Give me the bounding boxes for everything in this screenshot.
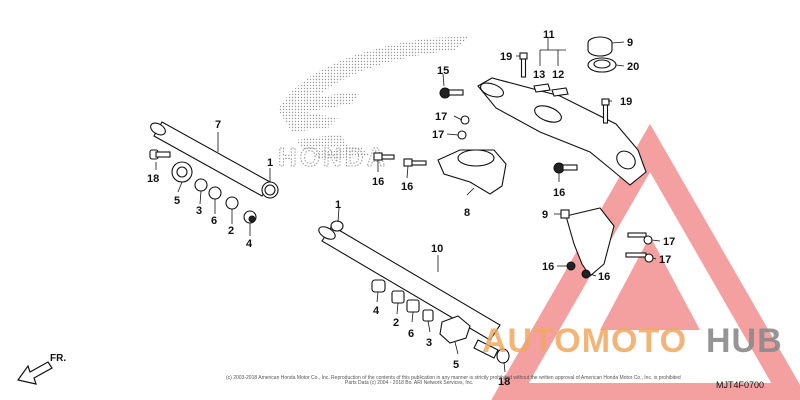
- callout-13: 12: [552, 69, 564, 81]
- part-16-nut-d: [581, 269, 591, 279]
- callout-11: 9: [627, 37, 633, 49]
- part-6-collar-lower: [406, 299, 420, 313]
- callout-8: 7: [215, 119, 221, 131]
- part-10-long-tube: [318, 225, 501, 341]
- part-19-bolt-top: [519, 52, 528, 78]
- callout-16-a: 16: [372, 176, 384, 188]
- part-7-handle-clamp: [437, 149, 507, 195]
- callout-5-lower: 5: [453, 359, 459, 371]
- callout-18-upper: 18: [147, 173, 159, 185]
- callout-17-d: 17: [659, 254, 671, 266]
- callout-12: 11: [543, 29, 555, 41]
- part-9-bracket: [560, 207, 615, 277]
- part-12-top-bridge: [477, 77, 647, 186]
- watermark-hub: HUB: [706, 322, 783, 360]
- callout-labels: 7 1 18 5 3 6 2 4 1 10 4 2 6 3 5 18 8 16 …: [147, 29, 675, 388]
- callout-20: 20: [627, 61, 639, 73]
- part-1-ring-lower: [330, 220, 344, 232]
- callout-16-c: 16: [542, 261, 554, 273]
- watermark-triangle-logo: [491, 123, 800, 400]
- part-13-plate: [551, 87, 569, 97]
- callout-9: 9: [542, 209, 548, 221]
- callout-15-upper: 15: [437, 65, 449, 77]
- part-2-collar-lower: [391, 290, 405, 304]
- copyright-line-2: Parts Data (c) 2004 - 2018 Bo. ARI Netwo…: [345, 380, 473, 386]
- part-16-nut-c: [566, 261, 576, 271]
- part-16-bolt-a: [373, 152, 395, 161]
- part-16-bolt-b: [403, 158, 427, 167]
- callout-10: 10: [431, 243, 443, 255]
- watermark-automoto: AUTOMOTO: [482, 322, 687, 360]
- callout-5-upper: 5: [174, 195, 180, 207]
- callout-19-top: 19: [500, 51, 512, 63]
- leader-lines: [155, 38, 661, 373]
- honda-logo-wordmark: HONDA: [278, 142, 388, 173]
- callout-18-lower: 18: [498, 376, 510, 388]
- callout-4-upper: 4: [246, 238, 253, 250]
- part-15-bolt-upper: [439, 87, 464, 99]
- copyright-line-1: (c) 2003-2018 American Honda Motor Co., …: [226, 375, 681, 381]
- part-17-bolt-c: [627, 232, 653, 245]
- part-17-screw-b: [457, 130, 467, 140]
- watermark-text: AUTOMOTO HUB: [482, 322, 783, 360]
- callout-17-b: 17: [432, 129, 444, 141]
- copyright-notice: (c) 2003-2018 American Honda Motor Co., …: [226, 375, 681, 386]
- part-20-ring: [587, 57, 617, 73]
- callout-17-a: 17: [435, 111, 447, 123]
- part-5-nut-upper: [171, 161, 193, 183]
- callout-4-lower: 4: [373, 305, 380, 317]
- callout-2-lower: 2: [393, 317, 399, 329]
- callout-7: 8: [464, 207, 470, 219]
- callout-16-b: 16: [401, 181, 413, 193]
- part-11-cap: [587, 36, 613, 57]
- honda-wing-logo: [278, 36, 470, 160]
- callout-19-right: 19: [620, 96, 632, 108]
- callout-2-upper: 2: [228, 225, 234, 237]
- part-4-cap-lower: [371, 279, 386, 293]
- part-4-cap-upper: [243, 210, 257, 224]
- part-19-bolt-right: [601, 98, 610, 124]
- callout-3-upper: 3: [196, 205, 202, 217]
- part-6-collar-upper: [208, 186, 222, 200]
- callout-16-d: 16: [598, 271, 610, 283]
- callout-17-c: 17: [663, 236, 675, 248]
- part-8-tube: [150, 121, 271, 197]
- part-3-washer-upper: [194, 178, 208, 192]
- part-1-ring-upper: [261, 181, 279, 199]
- part-5-nut-lower: [439, 315, 471, 344]
- part-15-bolt-right: [553, 162, 578, 174]
- part-17-screw-a: [460, 115, 470, 125]
- svg-text:HONDA: HONDA: [278, 142, 388, 172]
- part-3-washer-lower: [422, 309, 434, 322]
- part-18-bolt-upper: [149, 149, 171, 160]
- diagram-code: MJT4F0700: [716, 380, 764, 390]
- callout-6-upper: 6: [211, 215, 217, 227]
- front-direction-arrow: FR.: [16, 353, 66, 385]
- front-arrow-label: FR.: [50, 353, 66, 364]
- callout-15-right: 16: [553, 187, 565, 199]
- part-2-collar-upper: [225, 196, 239, 210]
- callout-1-upper: 1: [267, 157, 273, 169]
- callout-6-lower: 6: [408, 328, 414, 340]
- callout-1-lower: 1: [335, 199, 341, 211]
- callout-14: 13: [533, 69, 545, 81]
- part-18-bolt-lower: [473, 339, 510, 364]
- callout-3-lower: 3: [426, 337, 432, 349]
- part-14-plate: [533, 83, 551, 93]
